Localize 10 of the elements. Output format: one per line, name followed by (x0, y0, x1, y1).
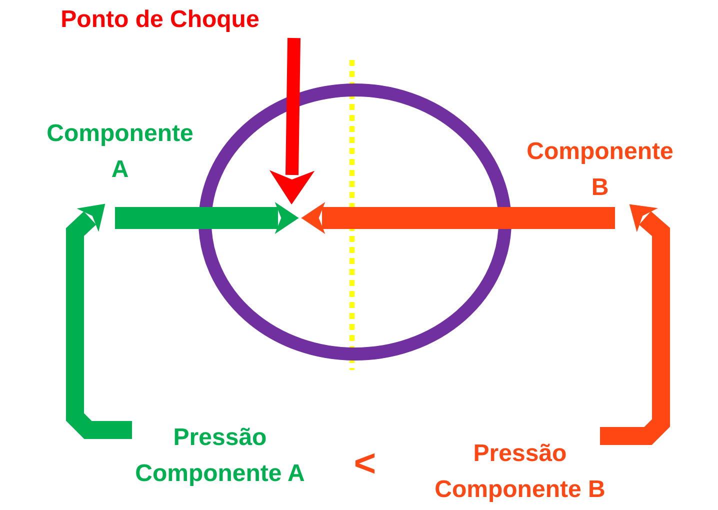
arrow (115, 202, 299, 234)
text-label: Ponto de Choque (20, 2, 300, 38)
arrow (301, 202, 615, 234)
component-label: Componente A (46, 119, 194, 185)
text-label: Pressão Componente A (105, 420, 335, 492)
component-label: Componente B (526, 137, 674, 203)
text-label: Pressão Componente B (405, 436, 635, 508)
comparison-sign: < (352, 446, 378, 482)
ring-drawing (198, 84, 512, 360)
arrow (269, 38, 315, 204)
